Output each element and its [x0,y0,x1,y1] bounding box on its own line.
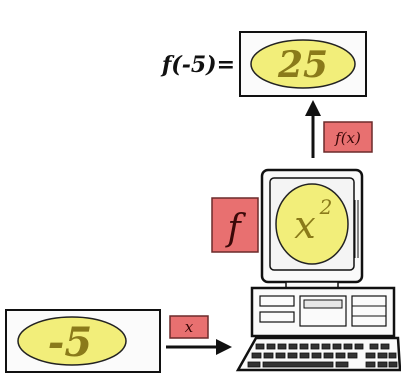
output-arrow-tag: f(x) [323,121,373,153]
output-value: 25 [277,44,328,86]
output-prefix-label: f(-5)= [160,52,235,78]
input-arrow [166,339,232,355]
output-arrow-label: f(x) [334,129,361,147]
input-value: -5 [48,319,92,366]
output-box: 25 [239,31,367,97]
input-arrow-tag: x [169,315,209,339]
function-rule-display: x 2 [275,183,349,265]
rule-base: x [294,203,315,247]
rule-exponent: 2 [319,195,333,219]
output-ellipse [250,39,356,89]
output-arrow [305,100,321,158]
function-name-tag: f [211,197,259,253]
input-arrow-label: x [185,318,194,336]
rule-ellipse [275,183,349,265]
input-ellipse [17,316,127,366]
input-box: -5 [5,309,161,373]
